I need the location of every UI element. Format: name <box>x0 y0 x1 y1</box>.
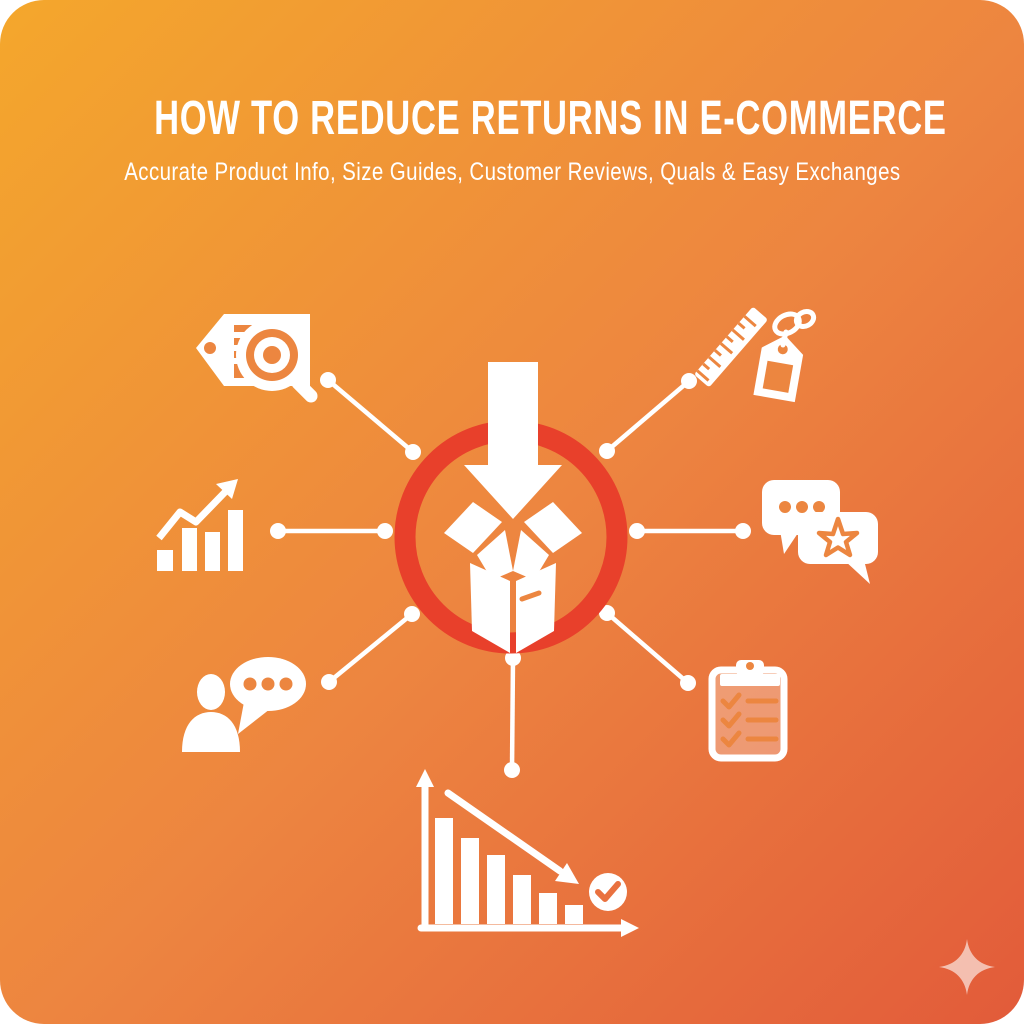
magnifier-icon <box>236 319 318 403</box>
package-receive-icon <box>394 362 628 654</box>
check-circle-icon <box>589 873 627 911</box>
declining-returns-chart-icon <box>416 769 639 937</box>
x-axis-arrowhead <box>621 919 639 937</box>
ruler-icon <box>695 307 767 387</box>
page-title: HOW TO REDUCE RETURNS IN E-COMMERCE <box>154 92 947 145</box>
price-tag-icon <box>753 309 817 403</box>
page-subtitle: Accurate Product Info, Size Guides, Cust… <box>123 158 901 186</box>
sparkle-icon <box>939 939 995 995</box>
connector-dots <box>270 372 751 778</box>
size-guide-ruler-tag-icon <box>695 307 817 403</box>
declining-bars <box>435 818 583 924</box>
checklist-rows <box>720 692 779 748</box>
quality-checklist-icon <box>708 660 788 762</box>
chat-bubble-star-icon <box>798 512 878 584</box>
open-box-icon <box>444 502 582 653</box>
speech-bubble-icon <box>230 657 306 734</box>
person-icon <box>182 674 240 752</box>
review-chat-star-icon <box>762 480 878 584</box>
up-arrowhead-icon <box>216 479 238 499</box>
y-axis-arrowhead <box>416 769 434 787</box>
down-trend-arrowhead <box>555 863 579 884</box>
growth-chart-icon <box>156 479 243 571</box>
customer-support-chat-icon <box>182 657 306 752</box>
product-info-search-icon <box>196 314 318 403</box>
down-arrow-icon <box>464 362 562 519</box>
header: HOW TO REDUCE RETURNS IN E-COMMERCE Accu… <box>0 0 1024 185</box>
